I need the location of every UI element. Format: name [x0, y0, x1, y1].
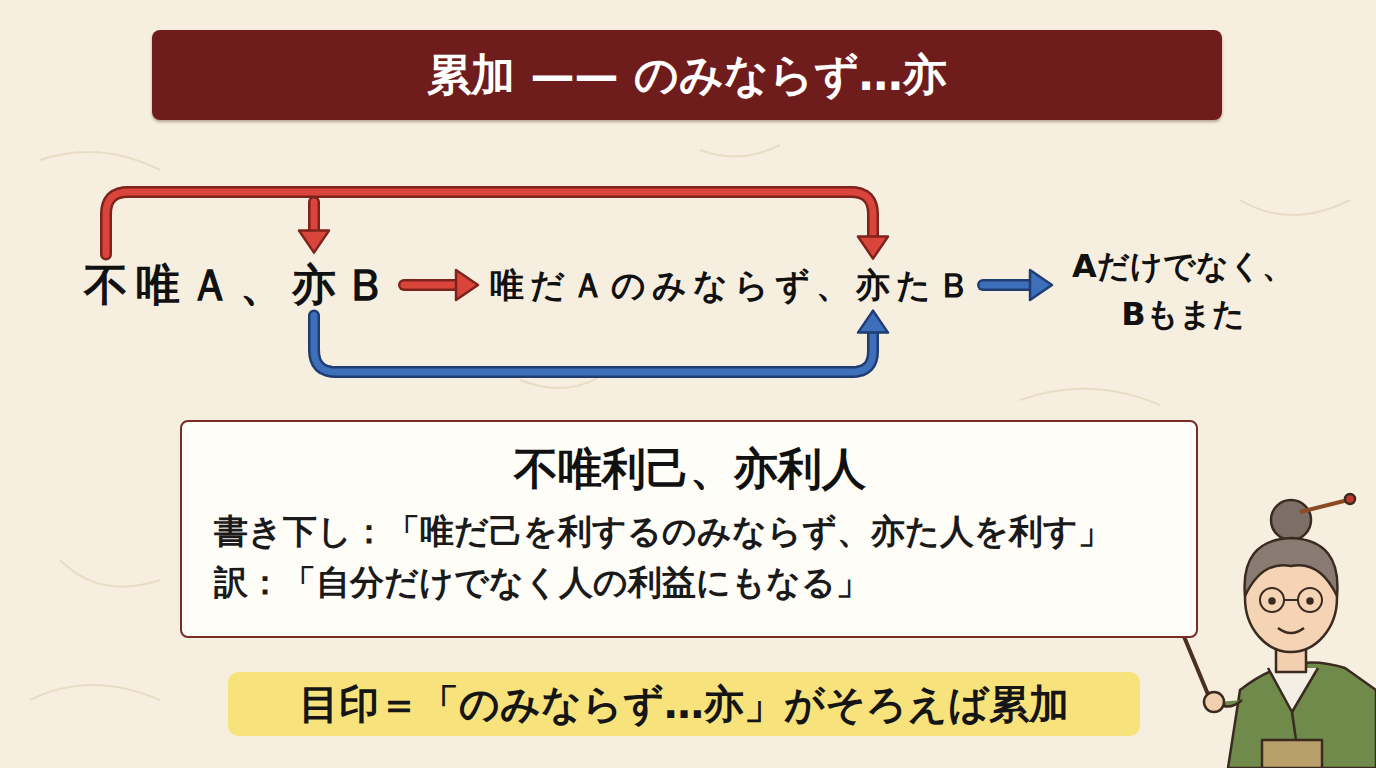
arrow-outline [983, 279, 1032, 291]
annotation-arrow [314, 316, 873, 372]
arrowhead [858, 311, 888, 333]
annotation-arrow [983, 281, 1032, 288]
example-sentence: 不唯利己、亦利人 [214, 440, 1166, 497]
kimono-body [1228, 662, 1376, 768]
translation-expression: Aだけでなく、 Bもまた [1058, 242, 1308, 338]
obi-sash [1262, 740, 1322, 768]
hair-bun [1271, 500, 1311, 540]
fibre [1020, 389, 1160, 405]
hairpin-bead [1345, 494, 1355, 504]
fibre [1240, 200, 1350, 215]
annotation-arrow [404, 281, 458, 288]
arrow-outline [314, 316, 873, 372]
fibre [30, 685, 160, 700]
teacher [1168, 494, 1376, 768]
arrowhead [299, 231, 329, 253]
title-text: 累加 —— のみならず…亦 [427, 49, 947, 102]
smile [1278, 628, 1304, 633]
hand [1204, 692, 1224, 712]
arrow-outline [308, 202, 320, 233]
arrowhead [858, 237, 888, 259]
arrowhead [1030, 270, 1052, 300]
translation-line: 訳：「自分だけでなく人の利益にもなる」 [214, 558, 1166, 609]
hairpin [1300, 500, 1348, 512]
annotation-arrow [106, 192, 873, 255]
reading-line: 書き下し：「唯だ己を利するのみならず、亦た人を利す」 [214, 507, 1166, 558]
arrow-outline [404, 279, 458, 291]
title-band: 累加 —— のみならず…亦 [152, 30, 1222, 120]
arrowhead [456, 270, 478, 300]
paper-fibres [30, 145, 1350, 700]
hint-text: 目印＝「のみならず…亦」がそろえば累加 [299, 679, 1069, 729]
fibre [60, 560, 160, 587]
eye [1308, 599, 1313, 604]
fibre [40, 152, 160, 170]
glasses-right [1298, 588, 1322, 612]
eye [1270, 599, 1275, 604]
source-expression: 不唯Ａ、亦Ｂ [84, 259, 396, 312]
annotation-arrow [311, 202, 318, 233]
kimono-collar [1268, 668, 1318, 712]
example-box: 不唯利己、亦利人書き下し：「唯だ己を利するのみならず、亦た人を利す」訳：「自分だ… [180, 420, 1198, 638]
fibre [700, 145, 780, 156]
arrow-outline [106, 192, 873, 255]
glasses-bridge [1284, 599, 1298, 601]
hair [1245, 538, 1338, 596]
hint-band: 目印＝「のみならず…亦」がそろえば累加 [228, 672, 1140, 736]
kundoku-expression: 唯だＡのみならず、亦たＢ [490, 265, 977, 306]
glasses-left [1260, 588, 1284, 612]
